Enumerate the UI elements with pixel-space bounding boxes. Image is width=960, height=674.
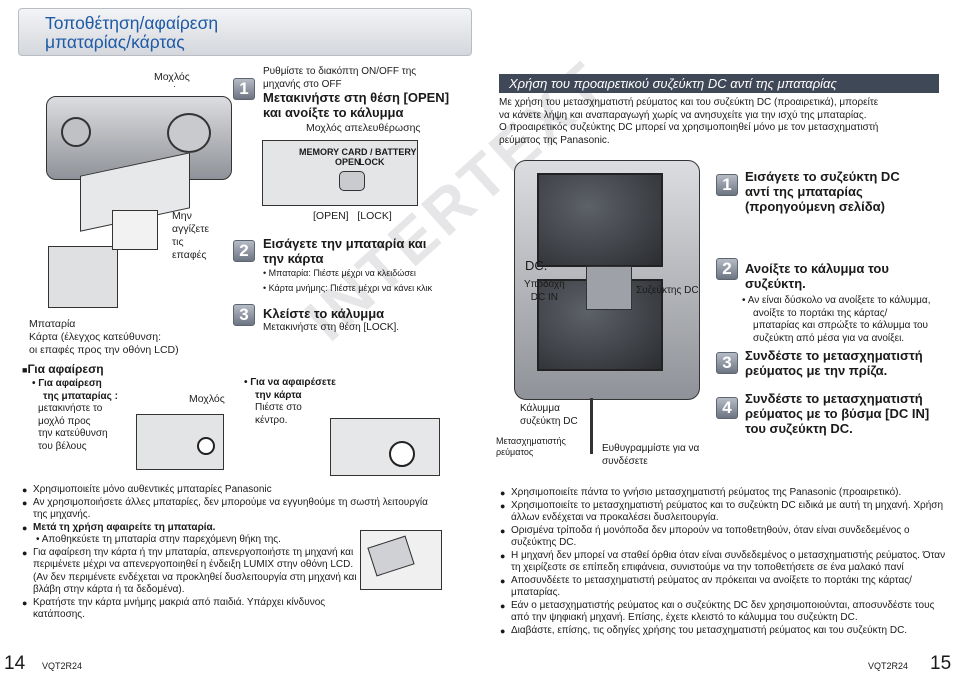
- dc-step-3-title: Συνδέστε το μετασχηματιστή ρεύματος με τ…: [745, 348, 923, 378]
- title-banner: Τοποθέτηση/αφαίρεση μπαταρίας/κάρτας: [18, 8, 472, 56]
- left-note-5: Για αφαίρεση την κάρτα ή την μπαταρία, α…: [22, 547, 362, 597]
- step-3-text: Μετακινήστε στη θέση [LOCK].: [263, 322, 400, 333]
- battery-drawing: [48, 246, 118, 308]
- right-note-5: Αποσυνδέετε το μετασχηματιστή ρεύματος α…: [500, 575, 952, 600]
- align-label: Ευθυγραμμίστε για να συνδέσετε: [602, 443, 700, 467]
- dc-in-label: Υποδοχή DC IN: [524, 279, 565, 303]
- remove-heading: ■Για αφαίρεση: [22, 362, 104, 376]
- dont-touch-label: Μην αγγίζετε τις επαφές: [172, 210, 210, 261]
- coupler-cover-label: Κάλυμμα συζεύκτη DC: [520, 403, 578, 427]
- doc-code-right: VQT2R24: [868, 661, 909, 671]
- remove-card-text: Πιέστε στο κέντρο.: [255, 402, 302, 426]
- step-1-number: 1: [233, 78, 255, 100]
- dc-step-2-note: • Αν είναι δύσκολο να ανοίξετε το κάλυμμ…: [742, 295, 931, 344]
- mode-dial: [167, 113, 211, 153]
- left-note-1: Χρησιμοποιείτε μόνο αυθεντικές μπαταρίες…: [22, 484, 442, 497]
- release-lever-icon: [339, 171, 365, 191]
- dc-step-1-number: 1: [716, 174, 738, 196]
- dc-step-4-title: Συνδέστε το μετασχηματιστή ρεύματος με τ…: [745, 391, 930, 436]
- press-center-icon: [389, 441, 415, 467]
- step-2-card-note: • Κάρτα μνήμης: Πιέστε μέχρι να κάνει κλ…: [263, 283, 433, 293]
- dc-step-2-title: Ανοίξτε το κάλυμμα του συζεύκτη.: [745, 261, 889, 291]
- dc-step-1-title: Εισάγετε το συζεύκτη DC αντί της μπαταρί…: [745, 169, 900, 214]
- left-notes: Χρησιμοποιείτε μόνο αυθεντικές μπαταρίες…: [22, 484, 442, 622]
- remove-battery-text: μετακινήστε το μοχλό προς την κατεύθυνση…: [38, 403, 108, 452]
- right-notes: Χρησιμοποιείτε πάντα το γνήσιο μετασχημα…: [500, 487, 952, 637]
- release-lever-label: Μοχλός απελευθέρωσης: [306, 122, 421, 134]
- step-2-title: Εισάγετε την μπαταρία και την κάρτα: [263, 236, 427, 266]
- dc-step-2-number: 2: [716, 258, 738, 280]
- dc-intro: Με χρήση του μετασχηματιστή ρεύματος και…: [499, 97, 879, 146]
- remove-card-drawing: [330, 418, 440, 476]
- card-label-2: οι επαφές προς την οθόνη LCD): [29, 344, 179, 356]
- right-note-2: Χρησιμοποιείτε το μετασχηματιστή ρεύματο…: [500, 500, 952, 525]
- step-2-battery-note: • Μπαταρία: Πιέστε μέχρι να κλειδώσει: [263, 268, 416, 278]
- doc-code-left: VQT2R24: [42, 661, 83, 671]
- remove-battery-heading: • Για αφαίρεση της μπαταρίας :: [32, 378, 118, 402]
- dc-step-3-number: 3: [716, 352, 738, 374]
- right-note-1: Χρησιμοποιείτε πάντα το γνήσιο μετασχημα…: [500, 487, 952, 500]
- adaptor-cable: [590, 398, 593, 454]
- page-title: Τοποθέτηση/αφαίρεση μπαταρίας/κάρτας: [45, 13, 219, 52]
- step-2-number: 2: [233, 240, 255, 262]
- card-drawing: [112, 210, 158, 250]
- remove-battery-drawing: [136, 414, 224, 470]
- left-note-6: Κρατήστε την κάρτα μνήμης μακριά από παι…: [22, 597, 362, 622]
- ac-adaptor-label: Μετασχηματιστής ρεύματος: [496, 436, 566, 457]
- right-note-6: Εάν ο μετασχηματιστής ρεύματος και ο συζ…: [500, 600, 952, 625]
- dc-section-header: Χρήση του προαιρετικού συζεύκτη DC αντί …: [499, 74, 939, 93]
- square-icon: ■: [22, 365, 28, 375]
- lever-label-bottom: Μοχλός: [189, 393, 225, 405]
- page-number-right: 15: [930, 653, 952, 674]
- left-note-3: Μετά τη χρήση αφαιρείτε τη μπαταρία.: [22, 522, 442, 535]
- remove-card-heading: • Για να αφαιρέσετε την κάρτα: [244, 377, 336, 401]
- lever-label-top: Μοχλός: [154, 71, 190, 83]
- step-3-title: Κλείστε το κάλυμμα: [263, 306, 385, 321]
- step-1-title: Μετακινήστε στη θέση [OPEN] και ανοίξτε …: [263, 90, 450, 120]
- card-label-1: Κάρτα (έλεγχος κατεύθυνση:: [29, 331, 161, 343]
- lcd-screen: [537, 173, 663, 267]
- left-note-4: • Αποθηκεύετε τη μπαταρία στην παρεχόμεν…: [36, 534, 281, 545]
- page-number-left: 14: [4, 653, 26, 674]
- battery-label: Μπαταρία: [29, 318, 76, 330]
- dc-mark: DC.: [525, 258, 548, 273]
- left-note-2: Αν χρησιμοποιήσετε άλλες μπαταρίες, δεν …: [22, 497, 442, 522]
- right-note-3: Ορισμένα τρίποδα ή μονόποδα δεν μπορούν …: [500, 525, 952, 550]
- battery-door-closeup: MEMORY CARD / BATTERY OPEN LOCK: [262, 140, 418, 206]
- lens-ring: [61, 117, 91, 147]
- dc-step-4-number: 4: [716, 397, 738, 419]
- step-1-instruction: Ρυθμίστε το διακόπτη ON/OFF της μηχανής …: [263, 66, 417, 90]
- card-in-hand-drawing: [360, 530, 442, 590]
- right-note-7: Διαβάστε, επίσης, τις οδηγίες χρήσης του…: [500, 625, 952, 638]
- dc-coupler-drawing: [586, 266, 632, 310]
- right-note-4: Η μηχανή δεν μπορεί να σταθεί όρθια όταν…: [500, 550, 952, 575]
- open-lock-label: [OPEN] [LOCK]: [313, 210, 392, 222]
- lever-circle-icon: [197, 437, 215, 455]
- dc-coupler-label: Συζεύκτης DC: [636, 285, 699, 296]
- step-3-number: 3: [233, 304, 255, 326]
